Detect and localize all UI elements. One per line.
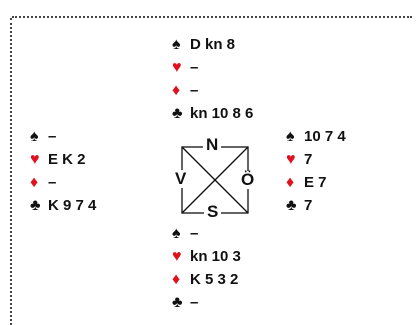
- club-icon: ♣: [172, 105, 183, 122]
- west-hearts-row: ♥ E K 2: [30, 148, 96, 171]
- north-hearts-cards: –: [190, 59, 199, 76]
- heart-icon: ♥: [172, 248, 182, 265]
- east-spades-row: ♠ 10 7 4: [286, 125, 346, 148]
- hand-south: ♠ – ♥ kn 10 3 ♦ K 5 3 2 ♣ –: [172, 222, 241, 314]
- south-diamonds-cards: K 5 3 2: [190, 271, 239, 288]
- north-hearts-row: ♥ –: [172, 56, 253, 79]
- spade-icon: ♠: [172, 36, 181, 53]
- north-clubs-cards: kn 10 8 6: [190, 105, 254, 122]
- east-spades-cards: 10 7 4: [304, 128, 346, 145]
- hand-west: ♠ – ♥ E K 2 ♦ – ♣ K 9 7 4: [30, 125, 96, 217]
- south-hearts-row: ♥ kn 10 3: [172, 245, 241, 268]
- spade-icon: ♠: [286, 128, 295, 145]
- north-diamonds-row: ♦ –: [172, 79, 253, 102]
- club-icon: ♣: [172, 294, 183, 311]
- diamond-icon: ♦: [172, 82, 181, 99]
- heart-icon: ♥: [172, 59, 182, 76]
- diamond-icon: ♦: [30, 174, 39, 191]
- north-diamonds-cards: –: [190, 82, 199, 99]
- compass-north-label: N: [203, 136, 222, 154]
- north-spades-row: ♠ D kn 8: [172, 33, 253, 56]
- spade-icon: ♠: [172, 225, 181, 242]
- east-diamonds-row: ♦ E 7: [286, 171, 346, 194]
- east-diamonds-cards: E 7: [304, 174, 327, 191]
- compass-south-label: S: [204, 203, 222, 221]
- east-hearts-row: ♥ 7: [286, 148, 346, 171]
- hand-east: ♠ 10 7 4 ♥ 7 ♦ E 7 ♣ 7: [286, 125, 346, 217]
- west-spades-cards: –: [48, 128, 57, 145]
- east-clubs-cards: 7: [304, 197, 313, 214]
- spade-icon: ♠: [30, 128, 39, 145]
- south-spades-row: ♠ –: [172, 222, 241, 245]
- diamond-icon: ♦: [172, 271, 181, 288]
- east-clubs-row: ♣ 7: [286, 194, 346, 217]
- dotted-frame-top: [12, 16, 412, 18]
- club-icon: ♣: [30, 197, 41, 214]
- heart-icon: ♥: [286, 151, 296, 168]
- diamond-icon: ♦: [286, 174, 295, 191]
- dotted-frame-left: [10, 18, 12, 325]
- west-hearts-cards: E K 2: [48, 151, 86, 168]
- west-clubs-row: ♣ K 9 7 4: [30, 194, 96, 217]
- north-spades-cards: D kn 8: [190, 36, 236, 53]
- west-clubs-cards: K 9 7 4: [48, 197, 97, 214]
- south-clubs-cards: –: [190, 294, 199, 311]
- compass-west-label: V: [172, 170, 190, 188]
- west-diamonds-row: ♦ –: [30, 171, 96, 194]
- north-clubs-row: ♣ kn 10 8 6: [172, 102, 253, 125]
- club-icon: ♣: [286, 197, 297, 214]
- compass-east-label: Ö: [238, 171, 258, 189]
- west-spades-row: ♠ –: [30, 125, 96, 148]
- hand-north: ♠ D kn 8 ♥ – ♦ – ♣ kn 10 8 6: [172, 33, 253, 125]
- south-clubs-row: ♣ –: [172, 291, 241, 314]
- west-diamonds-cards: –: [48, 174, 57, 191]
- east-hearts-cards: 7: [304, 151, 313, 168]
- compass-box: N S V Ö: [170, 135, 260, 225]
- south-diamonds-row: ♦ K 5 3 2: [172, 268, 241, 291]
- south-spades-cards: –: [190, 225, 199, 242]
- south-hearts-cards: kn 10 3: [190, 248, 241, 265]
- heart-icon: ♥: [30, 151, 40, 168]
